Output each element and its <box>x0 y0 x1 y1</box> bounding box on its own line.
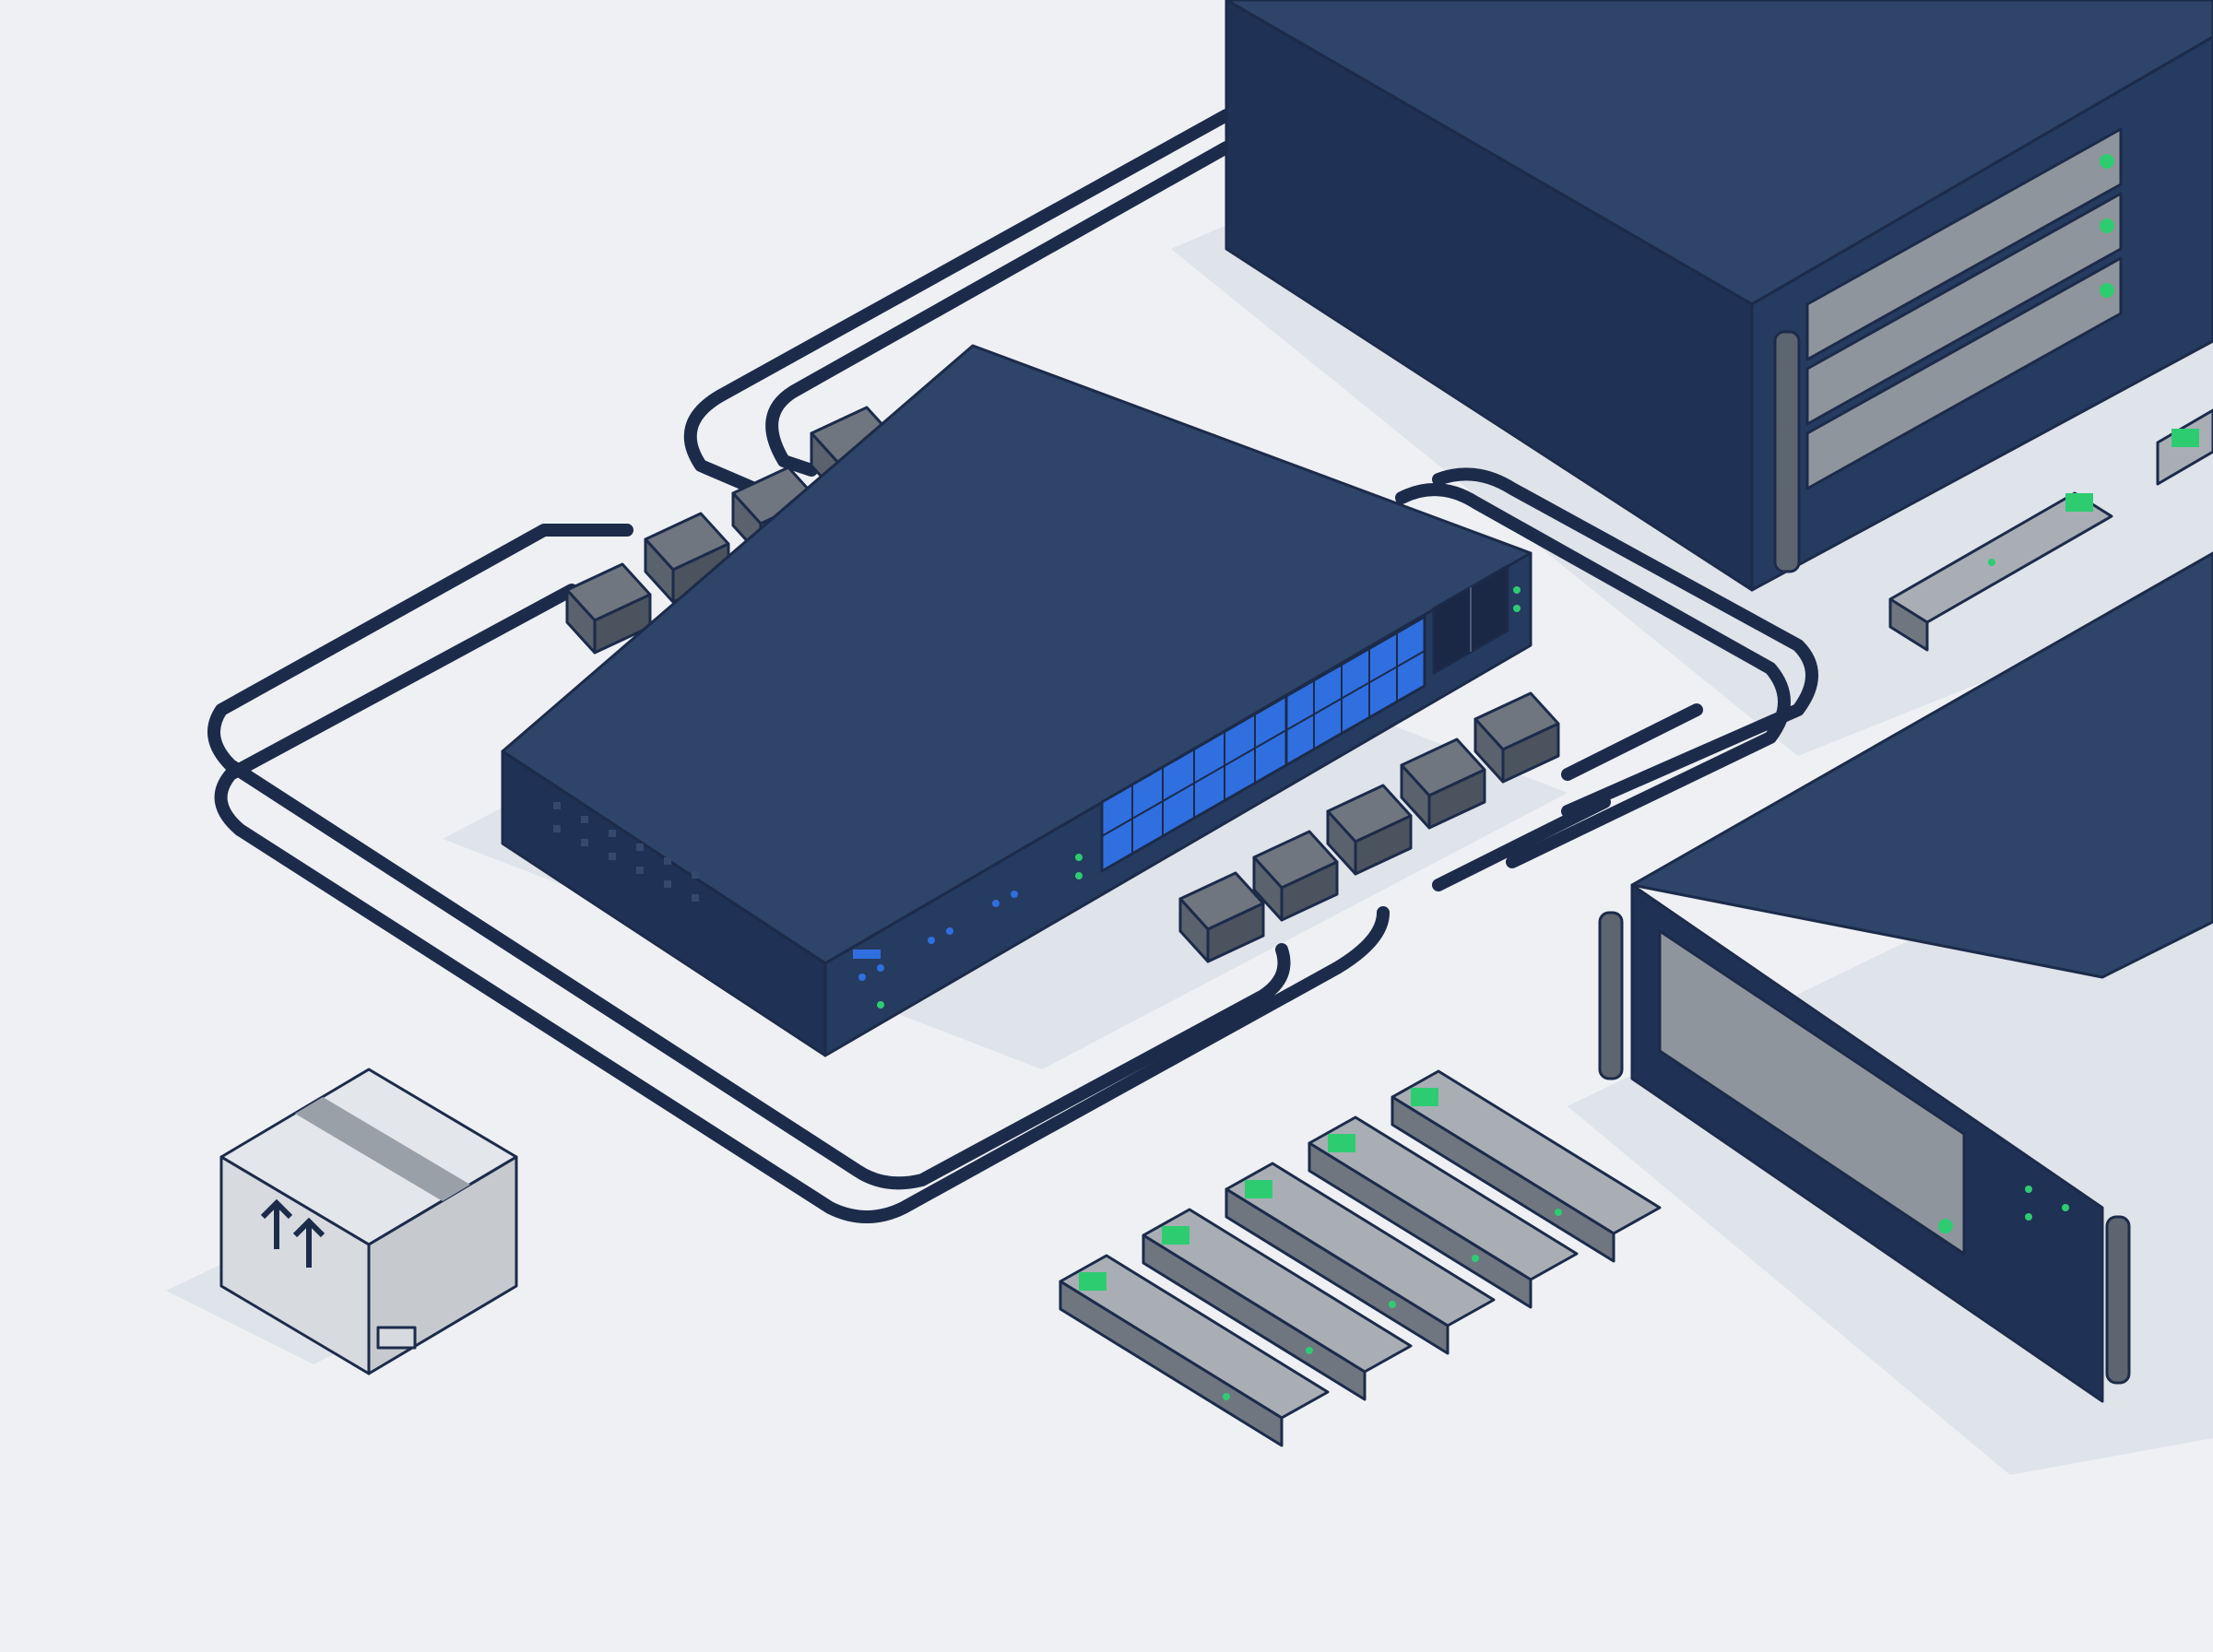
patch-cable <box>214 584 1390 1223</box>
server-top-right <box>1225 0 2213 592</box>
drive-led <box>2100 283 2114 298</box>
status-led <box>2025 1186 2032 1193</box>
sfp-led <box>1988 559 1995 566</box>
sfp-port-pair <box>1432 564 1509 675</box>
sfp-transceiver <box>1888 491 2113 652</box>
sfp-transceiver <box>1142 1208 1413 1401</box>
sfp-led <box>1472 1255 1479 1262</box>
drive-led <box>2100 154 2114 169</box>
sfp-latch <box>2065 493 2093 512</box>
patch-cable <box>1432 467 1818 818</box>
sfp-latch <box>1328 1134 1355 1152</box>
rj45-plug <box>644 512 730 604</box>
rack-handle <box>1773 330 1801 573</box>
status-led <box>853 950 881 959</box>
drive-bay <box>1805 127 2123 361</box>
sfp-transceiver <box>1225 1162 1496 1355</box>
patch-cable <box>207 524 1291 1190</box>
rj45-plug <box>565 562 652 655</box>
drive-led <box>1938 1219 1953 1233</box>
rj45-plug <box>1473 691 1560 784</box>
switch-status-leds <box>853 891 1018 981</box>
sfp-led <box>1223 1393 1230 1400</box>
sfp-led <box>1555 1209 1562 1216</box>
sfp-transceiver <box>2156 408 2213 486</box>
patch-cable <box>1561 703 1703 781</box>
status-led <box>946 927 953 935</box>
switch-vent-grille <box>553 802 699 902</box>
sfp-latch <box>1162 1226 1189 1245</box>
drive-bay <box>1658 929 1966 1256</box>
rj45-plug <box>1326 784 1413 876</box>
status-led <box>877 1001 884 1009</box>
sfp-transceiver <box>1059 1254 1330 1447</box>
status-led <box>928 937 935 944</box>
sfp-led <box>1306 1347 1313 1354</box>
status-led <box>1075 872 1083 879</box>
status-led <box>2025 1213 2032 1221</box>
rj45-plug <box>1178 871 1265 963</box>
rj45-port-block <box>1284 615 1426 767</box>
box-label <box>376 1326 417 1350</box>
patch-cable <box>683 109 1233 500</box>
rj45-plug <box>1400 738 1486 830</box>
rack-handle <box>2105 1215 2131 1385</box>
sfp-transceiver <box>1391 1069 1662 1263</box>
rack-handle <box>1598 911 1624 1080</box>
status-led <box>992 900 1000 907</box>
rj45-plug <box>1252 830 1339 922</box>
patch-cables <box>207 109 1818 1223</box>
status-led <box>858 974 866 981</box>
patch-cable <box>765 141 1233 477</box>
status-led <box>1513 605 1521 612</box>
status-led <box>1011 891 1018 898</box>
status-led <box>2062 1204 2069 1211</box>
this-side-up-arrows-icon <box>260 1198 325 1268</box>
drive-bay <box>1805 256 2123 490</box>
status-led <box>1075 854 1083 861</box>
sfp-transceivers <box>1059 408 2213 1447</box>
sfp-latch <box>1245 1180 1272 1198</box>
sfp-transceiver <box>1308 1115 1579 1309</box>
drive-bay <box>1805 192 2123 426</box>
sfp-latch <box>1411 1088 1438 1106</box>
patch-cable <box>1395 483 1791 868</box>
server-bottom-right <box>1598 551 2213 1403</box>
network-switch <box>501 344 1533 1057</box>
sfp-led <box>1389 1301 1396 1308</box>
rj45-plugs <box>565 406 1560 963</box>
patch-cable <box>1432 796 1611 891</box>
drive-led <box>2100 218 2114 233</box>
sfp-latch <box>1079 1272 1106 1291</box>
shipping-box <box>219 1068 518 1375</box>
status-led <box>877 964 884 972</box>
sfp-latch <box>2172 429 2199 447</box>
packing-tape <box>295 1097 470 1201</box>
status-led <box>1513 586 1521 594</box>
